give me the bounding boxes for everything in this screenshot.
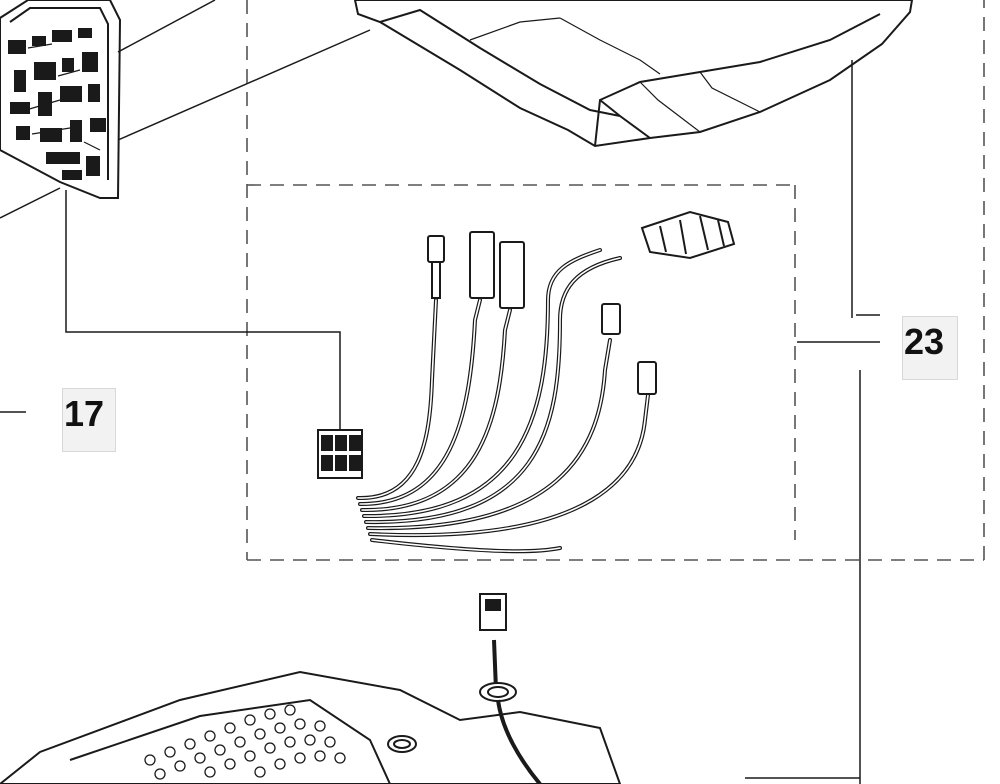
wire-harness (317, 210, 736, 554)
callout-23-box (902, 316, 958, 380)
harness-plug-connector (317, 429, 363, 479)
dashed-frame-23 (246, 0, 985, 561)
base-plate (0, 593, 622, 784)
grommet-cable (479, 593, 542, 784)
callout-17: 17 (64, 393, 105, 434)
callout-23: 23 (904, 321, 945, 362)
callout-17-box (62, 388, 116, 452)
board-guide-lines (0, 0, 371, 219)
end-connector (640, 210, 736, 260)
leader-lines (0, 60, 880, 784)
vent-holes (144, 704, 346, 780)
spade-terminals (427, 231, 657, 395)
dashed-frame-inner (247, 184, 796, 540)
circuit-board (0, 0, 122, 199)
top-cover (353, 0, 914, 148)
